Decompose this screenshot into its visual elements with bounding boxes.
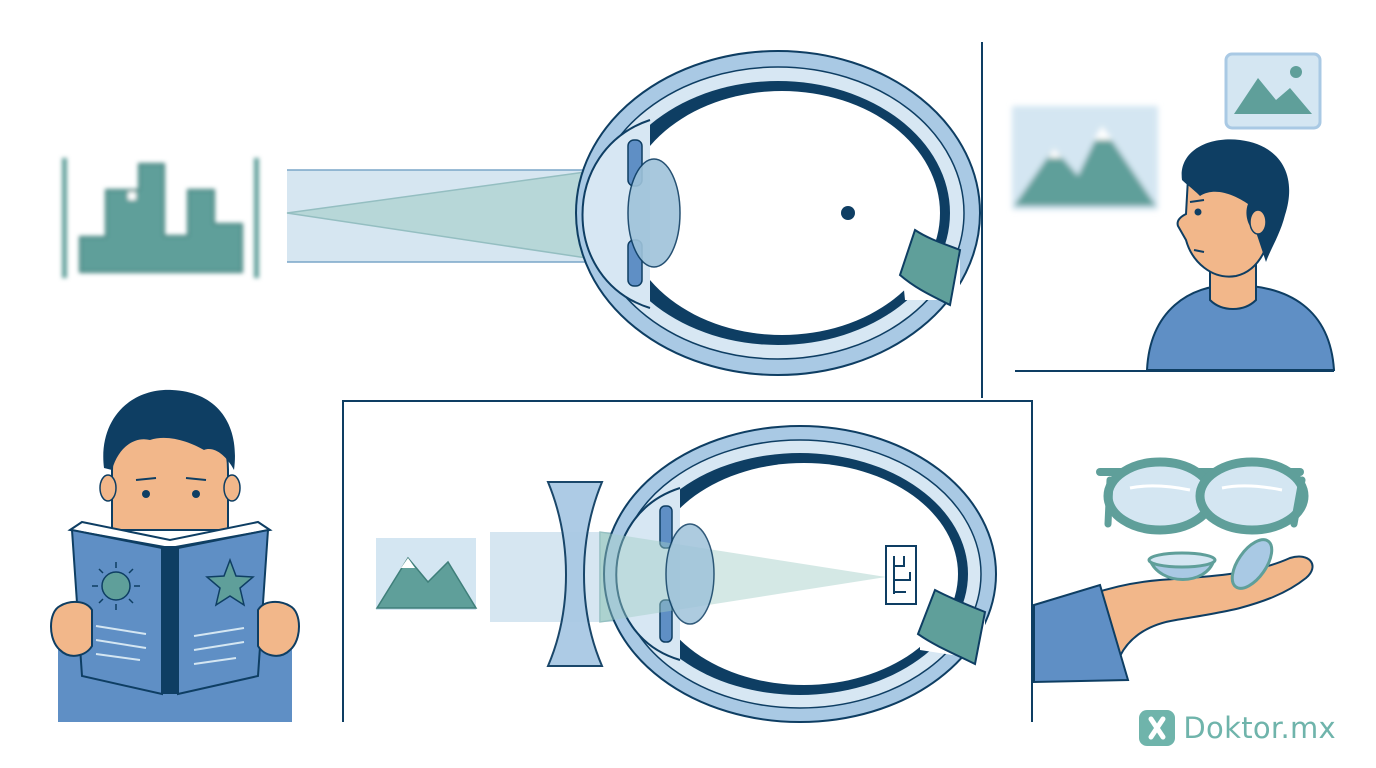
- correction-options-scene: [1033, 457, 1314, 684]
- glasses-icon: [1096, 457, 1309, 535]
- star-icon: [205, 557, 255, 607]
- crystalline-lens: [627, 158, 681, 268]
- brand-logo-icon: [1139, 710, 1176, 746]
- retina-image: [885, 545, 917, 605]
- crystalline-lens: [665, 523, 715, 625]
- blurry-mountain-picture: [1012, 106, 1158, 210]
- boy-hair: [103, 389, 235, 470]
- sun-icon: [92, 562, 140, 610]
- contact-lens-icon: [1147, 538, 1274, 590]
- distance-vision-scene: [1012, 52, 1336, 371]
- mountain-picture-icon: [1224, 52, 1322, 130]
- light-beam: [490, 532, 620, 622]
- myopic-eye-diagram: [286, 50, 981, 376]
- brand-logo: Doktor.mx: [1139, 710, 1336, 746]
- concave-lens: [546, 481, 604, 667]
- corrected-eye-diagram: [375, 425, 997, 723]
- mountain-picture-icon: [375, 538, 478, 610]
- brand-name: Doktor.mx: [1183, 711, 1336, 745]
- close-reading-scene: [50, 389, 300, 722]
- focal-point: [841, 206, 855, 220]
- city-skyline-icon: [62, 158, 259, 278]
- open-book: [67, 520, 273, 696]
